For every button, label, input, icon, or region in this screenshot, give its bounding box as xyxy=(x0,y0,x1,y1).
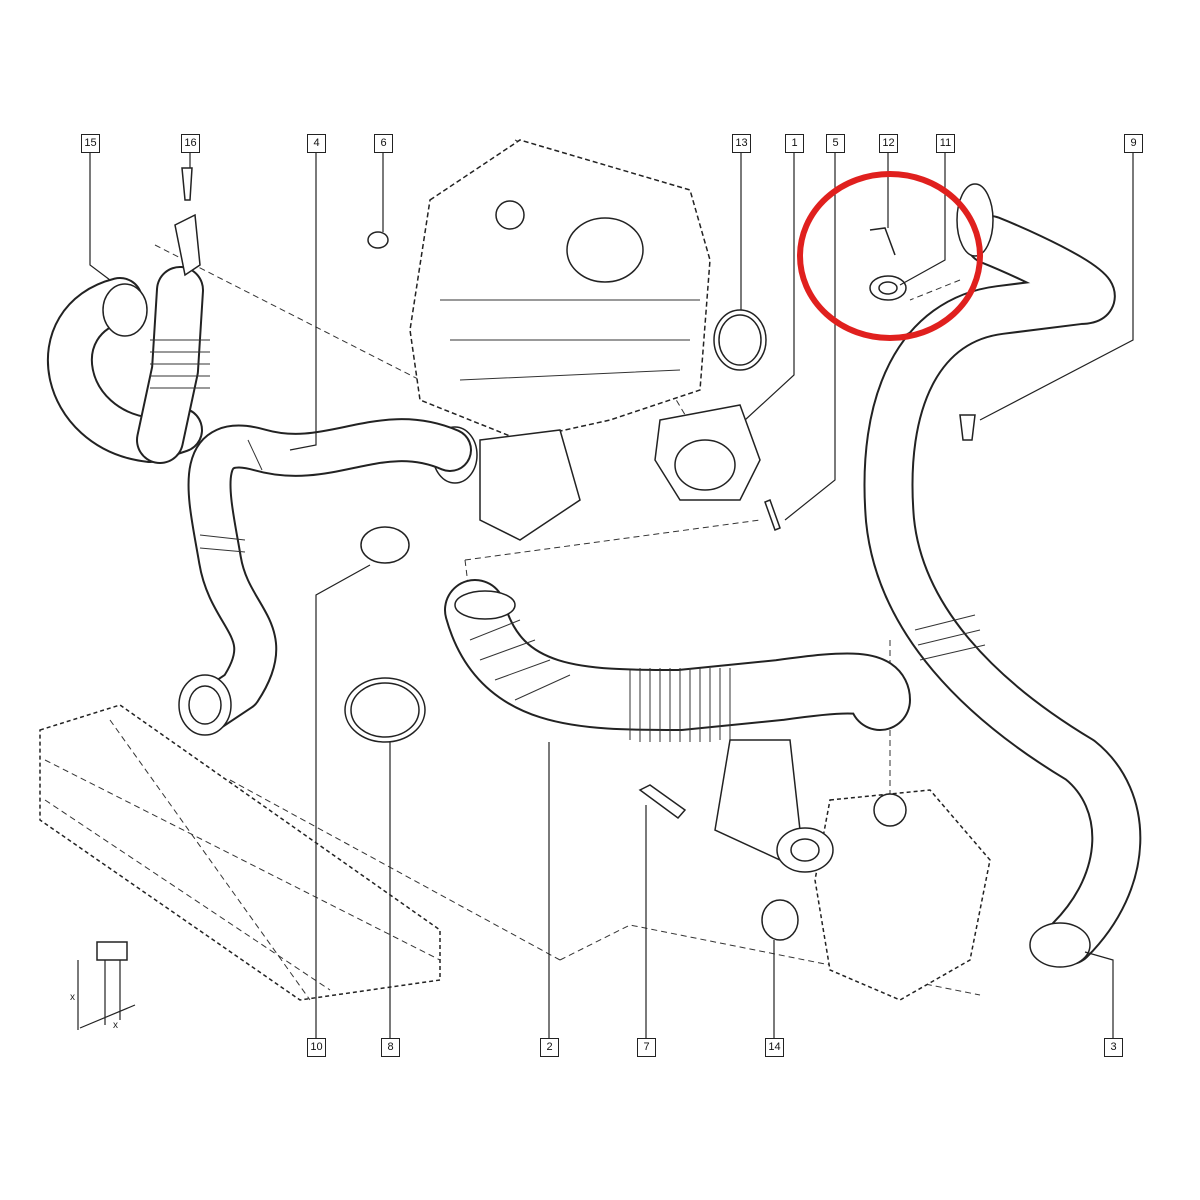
part-label-7: 7 xyxy=(637,1038,656,1057)
part-label-2: 2 xyxy=(540,1038,559,1057)
part-label-16: 16 xyxy=(181,134,200,153)
hose-2 xyxy=(444,579,911,873)
svg-text:x: x xyxy=(113,1020,118,1031)
intake-manifold xyxy=(409,139,711,441)
part-label-11: 11 xyxy=(936,134,955,153)
part-label-9: 9 xyxy=(1124,134,1143,153)
hose-4-10 xyxy=(178,418,472,736)
hose-15 xyxy=(46,213,210,464)
intercooler xyxy=(39,704,441,1001)
part-label-3: 3 xyxy=(1104,1038,1123,1057)
leader-lines xyxy=(89,152,1134,1038)
part-label-15: 15 xyxy=(81,134,100,153)
part-label-4: 4 xyxy=(307,134,326,153)
highlight-circle xyxy=(797,171,983,341)
turbo-outlet xyxy=(814,789,991,1001)
screw-5 xyxy=(764,499,781,531)
bolt-9 xyxy=(959,414,976,441)
part-label-13: 13 xyxy=(732,134,751,153)
hose-3 xyxy=(863,183,1142,968)
part-label-5: 5 xyxy=(826,134,845,153)
part-label-12: 12 xyxy=(879,134,898,153)
part-label-1: 1 xyxy=(785,134,804,153)
clip-12 xyxy=(869,227,896,256)
svg-text:x: x xyxy=(70,992,75,1003)
part-label-6: 6 xyxy=(374,134,393,153)
clamp-10 xyxy=(360,526,410,564)
part-label-10: 10 xyxy=(307,1038,326,1057)
screw-16 xyxy=(181,167,193,201)
bolt-7 xyxy=(638,784,687,820)
dimension-legend-icon: x x xyxy=(70,941,136,1031)
part-label-8: 8 xyxy=(381,1038,400,1057)
parts-small xyxy=(181,167,976,941)
nut-6 xyxy=(367,231,389,249)
part-label-14: 14 xyxy=(765,1038,784,1057)
o-ring-14 xyxy=(761,899,799,941)
